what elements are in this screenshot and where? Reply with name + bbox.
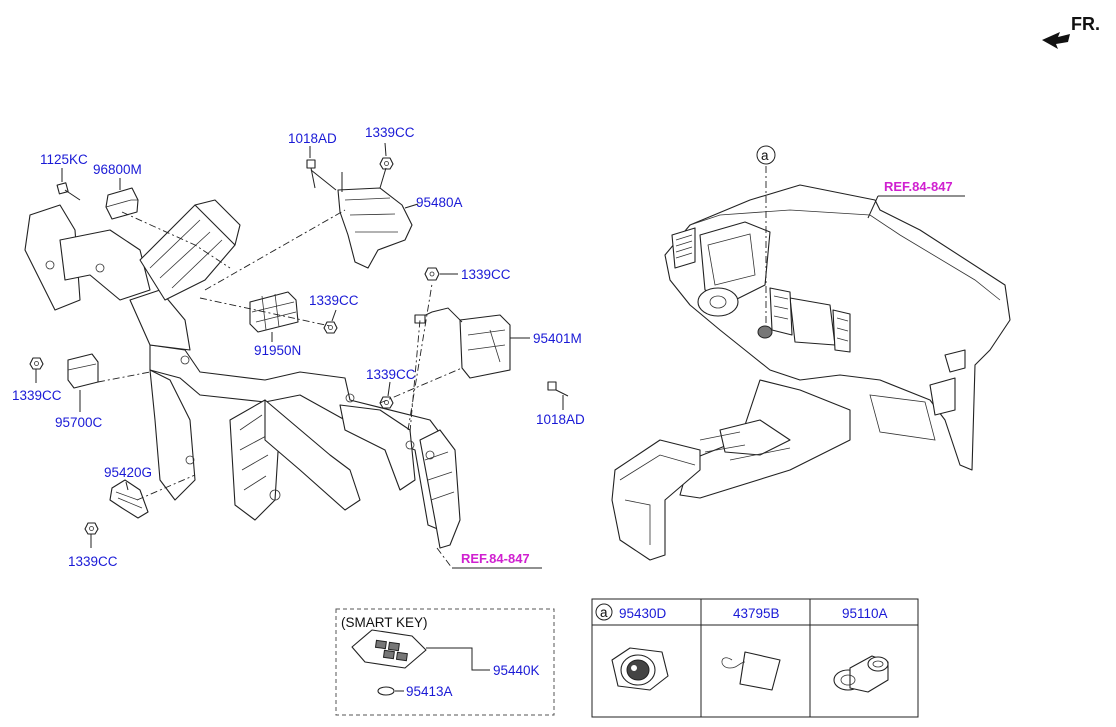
front-label: FR. (1071, 14, 1100, 34)
callout-1339CC-lower: 1339CC (366, 367, 416, 382)
callout-leaders (61, 142, 564, 491)
component-95420G (109, 479, 149, 519)
table-header-95430D: 95430D (619, 606, 667, 621)
callout-95700C: 95700C (55, 415, 103, 430)
start-stop-switch-icon (611, 647, 669, 691)
interior-dashboard-illustration (611, 166, 1011, 561)
callout-1018AD-right: 1018AD (536, 412, 585, 427)
power-socket-icon (833, 655, 889, 693)
smart-key-title: (SMART KEY) (341, 615, 428, 630)
marker-a-label: a (761, 148, 769, 163)
bolt-1125KC (56, 182, 81, 201)
callout-95440K: 95440K (493, 663, 540, 678)
nut-1339CC-left (29, 357, 44, 370)
callout-95413A: 95413A (406, 684, 453, 699)
reference-marker-right: REF.84-847 (867, 179, 965, 219)
assembly-leaders (35, 167, 463, 548)
component-95401M (414, 307, 511, 379)
callout-1339CC-bottom: 1339CC (68, 554, 118, 569)
crash-pad-frame (24, 199, 461, 549)
smart-key-box: (SMART KEY) 95440K 95413A (335, 608, 555, 716)
front-arrow-icon (1042, 32, 1070, 49)
bolt-1018AD-top (306, 159, 316, 189)
table-header-95110A: 95110A (842, 606, 888, 621)
table-header-43795B: 43795B (733, 606, 780, 621)
callout-1339CC-top: 1339CC (365, 125, 415, 140)
label-sticker-icon (721, 651, 781, 691)
callout-1339CC-left: 1339CC (12, 388, 62, 403)
smart-key-fob-icon (351, 629, 427, 669)
nut-1339CC-right (424, 267, 440, 281)
nut-1339CC-top (379, 157, 394, 170)
callout-95401M: 95401M (533, 331, 582, 346)
reference-label-right: REF.84-847 (884, 179, 953, 194)
callout-95480A: 95480A (416, 195, 463, 210)
callout-96800M: 96800M (93, 162, 142, 177)
parts-table: a 95430D 43795B 95110A (591, 598, 919, 718)
callout-1125KC: 1125KC (40, 152, 88, 167)
marker-a: a (756, 145, 776, 165)
component-95480A (337, 172, 413, 269)
component-91950N (249, 291, 299, 333)
table-marker-a: a (600, 605, 608, 620)
callout-1339CC-mid: 1339CC (309, 293, 359, 308)
start-button-location-icon (757, 325, 773, 339)
front-direction-indicator: FR. (1042, 14, 1100, 49)
callout-1018AD-top: 1018AD (288, 131, 337, 146)
coin-battery-icon (377, 686, 395, 696)
callout-91950N: 91950N (254, 343, 301, 358)
callout-95420G: 95420G (104, 465, 152, 480)
bolt-1018AD-right (547, 381, 569, 397)
nut-1339CC-mid (323, 321, 338, 334)
callout-1339CC-right: 1339CC (461, 267, 511, 282)
nut-1339CC-bottom (84, 522, 99, 535)
component-96800M (105, 187, 139, 220)
component-95700C (67, 353, 99, 389)
callouts: 1125KC 96800M 1018AD 1339CC 95480A 1339C… (12, 125, 585, 569)
reference-label-left: REF.84-847 (461, 551, 530, 566)
reference-marker-left: REF.84-847 (436, 547, 542, 569)
